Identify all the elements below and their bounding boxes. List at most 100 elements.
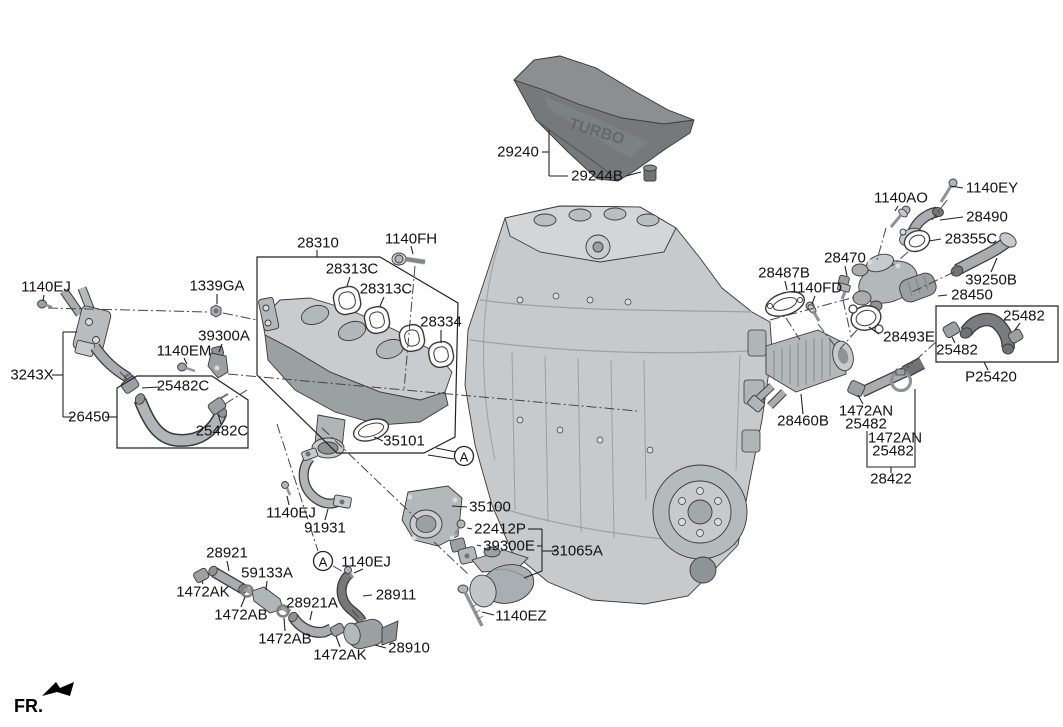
leader-line <box>346 276 351 287</box>
reference-bubble-A2: A <box>312 550 334 572</box>
part-label-28493E: 28493E <box>883 329 935 346</box>
part-label-26450: 26450 <box>68 409 110 426</box>
part-label-59133A: 59133A <box>241 565 293 582</box>
leader-line <box>286 495 290 506</box>
leader-line <box>466 527 473 530</box>
grommet-29244B <box>643 164 657 182</box>
bolt-1140AO <box>889 205 911 228</box>
part-label-28911: 28911 <box>376 587 417 604</box>
part-label-1472AK: 1472AK <box>313 647 366 664</box>
leader-line <box>894 205 899 212</box>
clamp-25482-right <box>1007 328 1024 344</box>
front-direction-indicator: FR. <box>14 682 74 716</box>
bolt-1140EJ-left <box>37 299 53 309</box>
leader-line <box>217 413 222 425</box>
part-label-28313C: 28313C <box>360 281 413 298</box>
grommet-1472AK-1 <box>193 567 210 583</box>
leader-line <box>309 610 313 621</box>
leader-line <box>951 336 956 344</box>
part-label-28921: 28921 <box>206 545 248 562</box>
leader-line <box>1014 322 1021 331</box>
part-label-31065A: 31065A <box>551 543 603 560</box>
part-label-35100: 35100 <box>469 499 511 516</box>
egr-cooler-28460B <box>747 329 854 413</box>
part-label-28487B: 28487B <box>758 265 810 282</box>
part-label-1140EJ: 1140EJ <box>341 554 391 571</box>
leader-line <box>265 580 268 591</box>
leader-line <box>141 386 160 389</box>
hose-P25420 <box>942 312 1024 355</box>
reference-bubble-A1: A <box>453 445 475 467</box>
sensor-28470 <box>836 274 851 300</box>
leader-line <box>374 644 387 649</box>
bracket-91931 <box>298 447 352 509</box>
leader-line <box>476 544 482 547</box>
leader-line <box>800 393 804 415</box>
part-label-1140EJ: 1140EJ <box>21 279 71 296</box>
leader-line <box>335 635 341 648</box>
leader-line <box>218 343 223 353</box>
part-label-28334: 28334 <box>420 314 462 331</box>
leader-line <box>353 568 364 574</box>
bolt-1140FH <box>391 252 426 266</box>
leader-line <box>811 295 816 305</box>
leader-line <box>373 436 384 442</box>
part-label-39300A: 39300A <box>198 328 250 345</box>
clamp-25482C-2 <box>207 393 229 415</box>
front-arrow-icon <box>42 682 74 696</box>
part-label-1140EJ: 1140EJ <box>266 505 316 522</box>
part-label-28355C: 28355C <box>945 231 998 248</box>
part-label-25482: 25482 <box>845 416 887 433</box>
leader-line <box>226 560 230 572</box>
clamp-25482-left <box>942 321 961 339</box>
gasket-28355C <box>903 229 931 253</box>
clamp-1472AN-1 <box>847 380 866 398</box>
part-label-35101: 35101 <box>383 433 425 450</box>
part-label-28310: 28310 <box>297 235 339 252</box>
leader-line <box>183 357 188 365</box>
hose-28911 <box>336 570 367 624</box>
hose-28921A <box>288 611 334 638</box>
intake-manifold-28310 <box>258 296 453 459</box>
part-label-1140EM: 1140EM <box>157 343 212 360</box>
leader-line <box>857 394 864 405</box>
part-label-1140FD: 1140FD <box>790 280 842 297</box>
box-28310 <box>256 256 459 454</box>
part-label-25482: 25482 <box>936 342 978 359</box>
leader-line <box>949 185 964 189</box>
leader-line <box>937 294 948 297</box>
part-label-1472AB: 1472AB <box>214 607 267 624</box>
leader-line <box>451 505 468 508</box>
leader-line <box>362 594 373 597</box>
leader-line <box>379 296 385 307</box>
leader-line <box>990 257 998 273</box>
part-label-28470: 28470 <box>824 250 866 267</box>
gasket-28487B <box>764 291 806 317</box>
part-label-1140EZ: 1140EZ <box>495 608 546 625</box>
throttle-oring-35101 <box>352 418 390 442</box>
box-P25420 <box>935 305 1059 363</box>
leader-line <box>625 171 642 177</box>
bubble-a1-label: A <box>460 450 469 465</box>
leader-line <box>42 294 45 302</box>
clamp-25482C-1 <box>120 372 140 394</box>
part-label-22412P: 22412P <box>474 521 526 538</box>
region-boxes <box>116 256 1059 454</box>
leader-line <box>240 596 246 608</box>
leader-line <box>410 245 414 255</box>
leader-line <box>868 326 880 335</box>
part-label-1472AN: 1472AN <box>839 403 893 420</box>
bracket-assembly-3243X <box>60 286 136 385</box>
nut-1339GA <box>210 304 222 318</box>
clamp-1472AK-2 <box>329 622 345 637</box>
part-label-1472AK: 1472AK <box>176 584 229 601</box>
bolt-1140EJ-2 <box>281 481 292 496</box>
clamp-1472AB-2 <box>276 604 290 618</box>
part-labels-layer: 2924029244B1140AO1140EY2849028355C39250B… <box>10 144 1045 664</box>
part-label-25482: 25482 <box>1003 308 1045 325</box>
part-label-1339GA: 1339GA <box>189 278 244 295</box>
clamp-1472AN-2 <box>889 368 913 393</box>
construction-lines <box>47 199 955 619</box>
part-label-29240: 29240 <box>497 144 539 161</box>
